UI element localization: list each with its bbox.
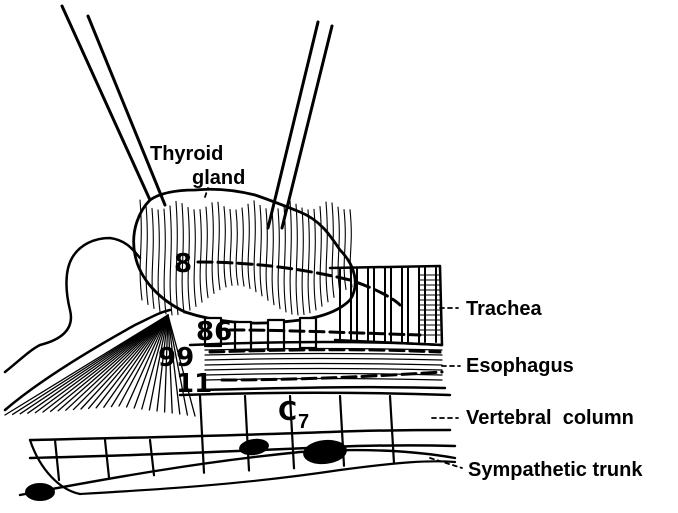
trachea-label: Trachea [466, 298, 542, 320]
marker-11: 11 [176, 369, 212, 399]
marker-86: 86 [196, 317, 232, 347]
esophagus-label: Esophagus [466, 355, 574, 377]
forceps-right [268, 22, 332, 228]
thyroid-gland [134, 189, 356, 323]
thyroid-label-line2: gland [192, 167, 245, 189]
vertebral-column-label: Vertebral column [466, 407, 634, 429]
thyroid-label-line1: Thyroid [150, 143, 223, 165]
ganglion-small [25, 483, 55, 501]
marker-8: 8 [174, 249, 192, 279]
ganglion-middle [238, 437, 270, 457]
marker-c7: C [278, 397, 297, 427]
forceps-left [62, 6, 165, 205]
marker-c7-sub: 7 [298, 411, 309, 433]
sympathetic-trunk-label: Sympathetic trunk [468, 459, 643, 481]
ganglion-large [302, 438, 348, 466]
